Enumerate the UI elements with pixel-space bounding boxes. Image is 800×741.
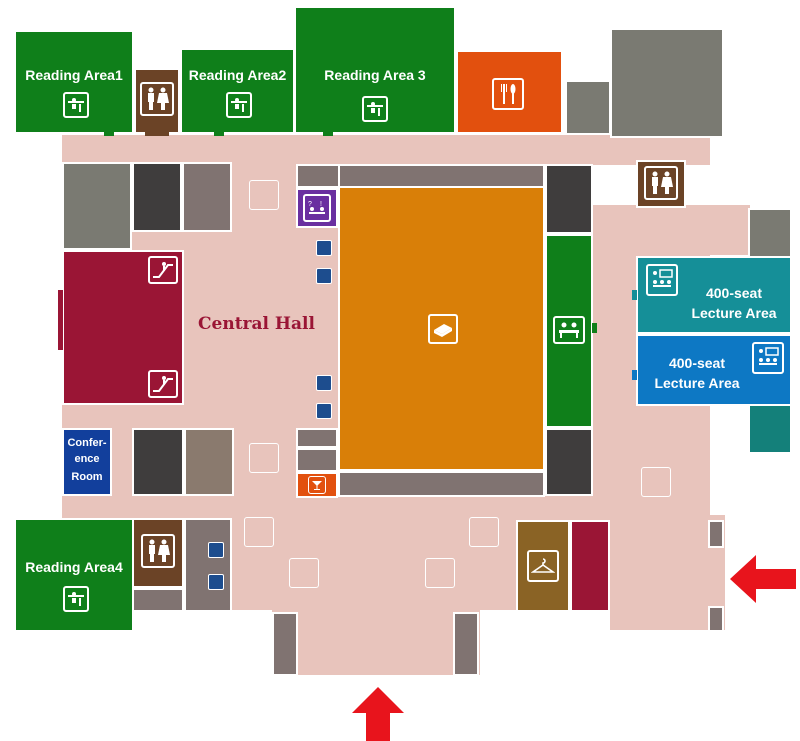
room-east-top: [545, 164, 593, 234]
storage-west-top: [62, 162, 132, 250]
room-west-gray: [182, 162, 232, 232]
dining-icon: [492, 78, 524, 110]
pillar-south-east: [453, 612, 479, 676]
pillar-east-top: [708, 520, 724, 548]
stairs-icon[interactable]: [641, 467, 671, 497]
lecture-area-north[interactable]: 400-seat Lecture Area: [636, 256, 792, 334]
lecture-north-label-1: 400-seat: [705, 285, 763, 301]
elevator-icon[interactable]: [208, 542, 224, 558]
reading-area-2-label: Reading Area2: [188, 67, 287, 83]
floor-entrance: [272, 605, 480, 675]
door-notch: [323, 131, 333, 136]
door-notch: [214, 131, 224, 136]
storage-north-east-small: [565, 80, 611, 135]
conference-label-2: ence: [74, 453, 100, 465]
pillar-south-west: [272, 612, 298, 676]
restroom-north-east[interactable]: [636, 160, 686, 208]
stairs-icon[interactable]: [469, 517, 499, 547]
storage-south-west: [132, 588, 184, 612]
reading-area-3[interactable]: Reading Area 3: [294, 6, 456, 134]
stairs-icon[interactable]: [244, 517, 274, 547]
elevator-icon[interactable]: [208, 574, 224, 590]
floor-southeast: [610, 515, 725, 630]
reading-area-1-label: Reading Area1: [25, 67, 123, 83]
room-south-west-taupe: [184, 428, 234, 496]
door-notch: [592, 323, 597, 333]
cafe[interactable]: [296, 472, 338, 498]
escalator-icon: [148, 256, 178, 284]
elevator-icon[interactable]: [316, 375, 332, 391]
door-notch: [104, 131, 114, 136]
cloakroom[interactable]: [516, 520, 570, 612]
svg-text:!: !: [320, 201, 322, 208]
restroom-icon: [644, 166, 678, 200]
book-icon: [428, 314, 458, 344]
stairs-icon[interactable]: [425, 558, 455, 588]
reading-area-2[interactable]: Reading Area2: [180, 48, 295, 134]
elevator-icon[interactable]: [316, 268, 332, 284]
book-collection[interactable]: [338, 186, 545, 471]
door-notch: [145, 131, 169, 136]
conference-room[interactable]: Confer- ence Room: [62, 428, 112, 496]
cafe-icon: [308, 476, 326, 494]
stairs-icon[interactable]: [599, 168, 627, 196]
reading-icon: [226, 92, 252, 118]
collection-north-wall: [296, 164, 340, 188]
storage-north-east: [610, 28, 724, 138]
help-desk-icon: ?!: [303, 194, 331, 222]
reading-icon: [63, 92, 89, 118]
stairs-icon[interactable]: [249, 180, 279, 210]
lecture-icon: [752, 342, 784, 374]
reading-area-1[interactable]: Reading Area1: [14, 30, 134, 134]
escalator-icon: [148, 370, 178, 398]
entrance-arrow-icon: [352, 687, 404, 741]
service-desk-area[interactable]: [545, 234, 593, 428]
floor-east-corner: [700, 205, 750, 255]
stairs-icon[interactable]: [289, 558, 319, 588]
conference-label-1: Confer-: [67, 437, 107, 449]
conference-label-3: Room: [71, 471, 103, 483]
door-notch: [58, 290, 63, 350]
restroom-north-west[interactable]: [134, 68, 180, 134]
dining-area[interactable]: [456, 50, 563, 134]
reading-area-4[interactable]: Reading Area4: [14, 518, 134, 632]
collection-south-wall: [338, 471, 545, 497]
central-hall-label: Central Hall: [198, 314, 315, 334]
room-south-maroon: [570, 520, 610, 612]
cloakroom-icon: [527, 550, 559, 582]
help-desk[interactable]: ?!: [296, 188, 338, 228]
service-desk-icon: [553, 316, 585, 344]
entrance-arrow-icon: [730, 555, 796, 603]
restroom-south-west[interactable]: [132, 518, 184, 588]
svg-text:?: ?: [308, 201, 312, 208]
reading-area-4-label: Reading Area4: [25, 559, 123, 575]
elevator-icon[interactable]: [316, 403, 332, 419]
collection-south-wall: [296, 448, 338, 472]
lecture-south-label-1: 400-seat: [668, 355, 726, 371]
reading-area-3-label: Reading Area 3: [324, 67, 426, 83]
room-west-dark: [132, 162, 182, 232]
room-south-west-dark: [132, 428, 184, 496]
pillar-east-bottom: [708, 606, 724, 632]
restroom-icon: [141, 534, 175, 568]
door-notch: [632, 290, 637, 300]
lecture-icon: [646, 264, 678, 296]
elevator-icon[interactable]: [316, 240, 332, 256]
storage-east: [748, 208, 792, 258]
lecture-south-label-2: Lecture Area: [654, 375, 740, 391]
lecture-north-label-2: Lecture Area: [691, 305, 777, 321]
restroom-icon: [140, 82, 174, 116]
reading-icon: [362, 96, 388, 122]
door-notch: [632, 370, 637, 380]
teal-east-room: [748, 404, 792, 454]
reading-icon: [63, 586, 89, 612]
elevator-bank-south: [184, 518, 232, 612]
stairs-icon[interactable]: [249, 443, 279, 473]
collection-south-wall: [296, 428, 338, 448]
room-east-bottom: [545, 428, 593, 496]
lecture-area-south[interactable]: 400-seat Lecture Area: [636, 334, 792, 406]
hall-west-maroon[interactable]: [62, 250, 184, 405]
collection-north-wall: [338, 164, 545, 188]
